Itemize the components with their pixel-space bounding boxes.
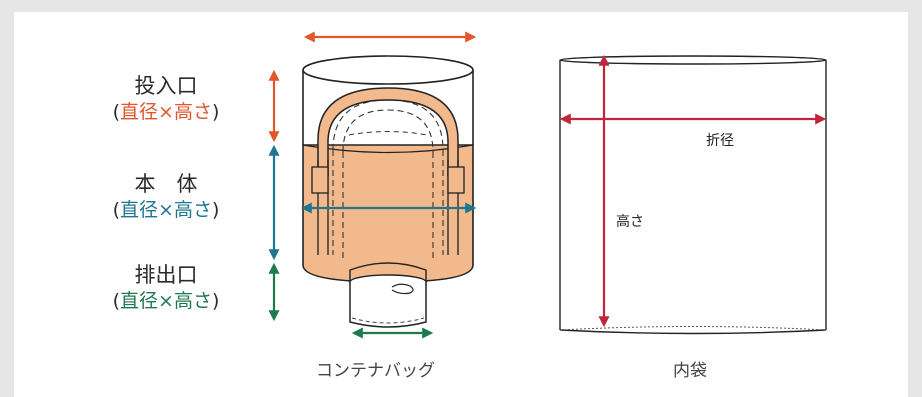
body-label: 本 体 (直径×高さ) [86,171,246,223]
liner-bag [559,55,827,335]
outlet-label: 排出口 (直径×高さ) [86,262,246,314]
outlet-detail: 直径×高さ [120,290,212,312]
container-bag [302,55,474,328]
body-title: 本 体 [134,172,198,196]
container-caption: コンテナバッグ [316,361,435,381]
inlet-label: 投入口 (直径×高さ) [86,73,246,125]
body-detail: 直径×高さ [120,199,212,221]
inlet-detail: 直径×高さ [120,101,212,123]
inlet-title: 投入口 [134,74,198,98]
outlet-title: 排出口 [134,263,198,287]
liner-height-label: 高さ [616,214,644,230]
liner-caption: 内袋 [673,361,707,381]
liner-width-label: 折径 [706,133,734,149]
bag-inlet [302,70,474,145]
